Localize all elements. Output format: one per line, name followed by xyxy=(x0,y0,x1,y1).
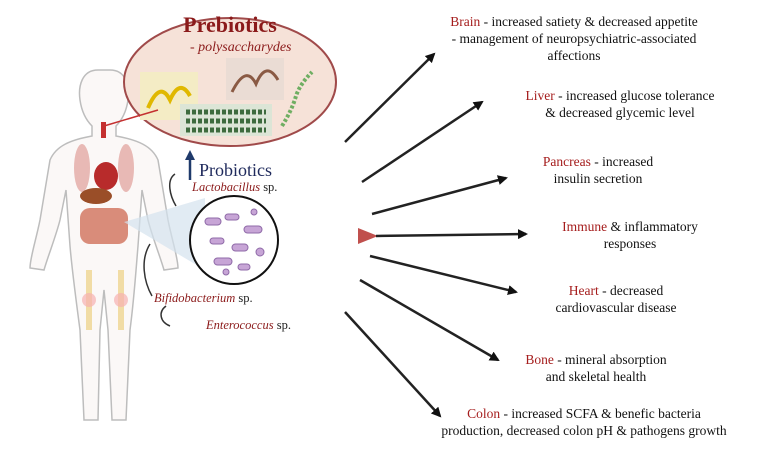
microbiome-circle xyxy=(189,195,279,285)
arrow-heart xyxy=(369,254,518,295)
arrow-pancreas xyxy=(371,175,508,216)
strain-lactobacillus: Lactobacillus sp. xyxy=(192,180,278,194)
strain-enterococcus: Enterococcus sp. xyxy=(206,318,291,332)
effect-liver: Liver - increased glucose tolerance & de… xyxy=(525,88,715,120)
lung-right xyxy=(118,144,134,192)
zoom-cone xyxy=(124,198,205,270)
effect-heart: Heart - decreased cardiovascular disease xyxy=(555,283,677,315)
arrow-colon xyxy=(344,311,442,418)
intestine-organ xyxy=(80,208,128,244)
arrow-brain xyxy=(344,52,436,143)
effect-bone: Bone - mineral absorption and skeletal h… xyxy=(525,352,667,384)
arrow-bone xyxy=(359,278,500,362)
probiotics-up-arrow xyxy=(185,150,195,160)
heart-organ xyxy=(94,162,118,190)
effect-colon: Colon - increased SCFA & benefic bacteri… xyxy=(441,406,727,438)
liver-organ xyxy=(80,188,112,204)
effect-arrows xyxy=(344,52,528,418)
throat xyxy=(101,122,106,138)
lung-left xyxy=(74,144,90,192)
prebiotic-pointer xyxy=(103,109,159,127)
effect-pancreas: Pancreas - increased insulin secretion xyxy=(542,154,654,186)
human-body-figure xyxy=(29,69,179,421)
effect-immune: Immune & inflammatory responses xyxy=(562,219,698,251)
arrow-immune xyxy=(375,229,528,240)
prebiotics-title: Prebiotics xyxy=(183,12,277,37)
center-arrow-head xyxy=(358,228,378,244)
polysaccharide-helix xyxy=(280,70,314,128)
prebiotics-subtitle: - polysaccharydes xyxy=(190,40,292,55)
probiotics-title: Probiotics xyxy=(199,160,273,180)
effect-brain: Brain - increased satiety & decreased ap… xyxy=(450,14,698,63)
strain-bifidobacterium: Bifidobacterium sp. xyxy=(154,291,253,305)
polysaccharide-brown-swatch xyxy=(226,58,284,100)
arrow-liver xyxy=(361,100,484,184)
